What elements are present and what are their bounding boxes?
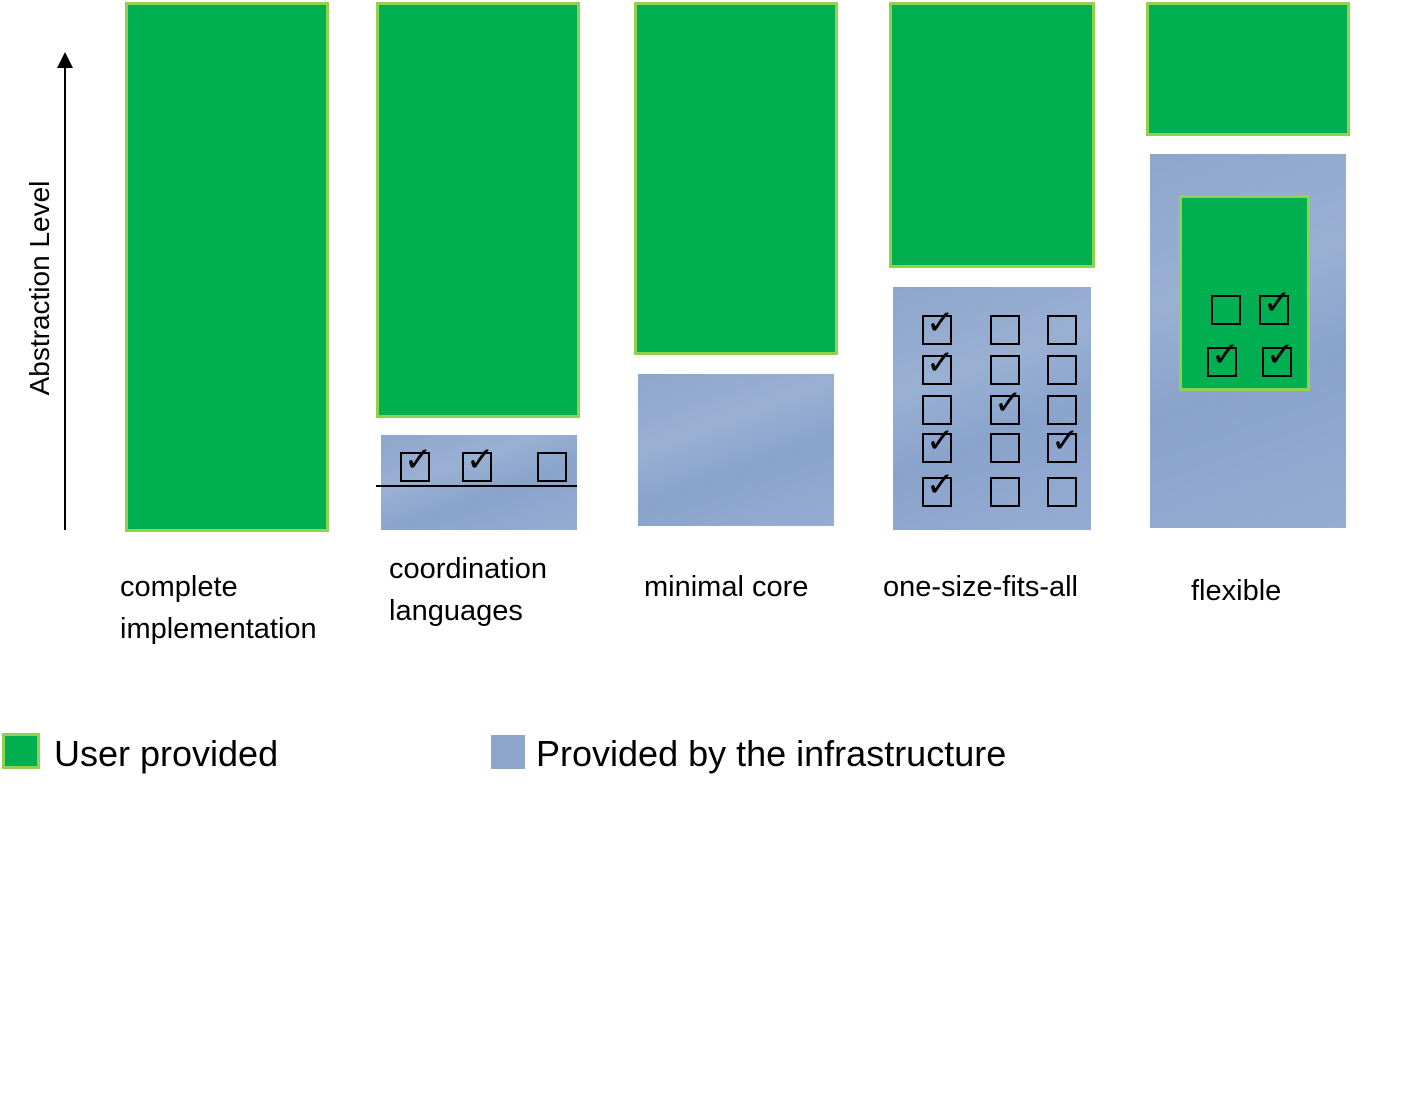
legend-label-user: User provided xyxy=(54,733,279,774)
legend-label-infra: Provided by the infrastructure xyxy=(536,733,1007,774)
flexible-checkbox-empty-icon xyxy=(1211,295,1241,325)
checkmark-icon: ✓ xyxy=(926,343,955,383)
checkmark-icon: ✓ xyxy=(1211,335,1240,375)
coordination-checkbox-checked-icon: ✓ xyxy=(400,440,433,482)
one-size-checkbox-checked-icon: ✓ xyxy=(922,465,955,507)
checkmark-icon: ✓ xyxy=(926,465,955,505)
coordination-checkbox-checked-icon: ✓ xyxy=(462,440,495,482)
infra-block-one-size xyxy=(893,287,1091,530)
column-label-minimal-core: minimal core xyxy=(644,571,809,603)
infra-block-coordination xyxy=(381,435,577,530)
user-block-one-size xyxy=(889,2,1095,268)
one-size-checkbox-checked-icon: ✓ xyxy=(922,343,955,385)
one-size-checkbox-empty-icon xyxy=(1047,355,1077,385)
legend-swatch-user xyxy=(2,733,40,769)
checkmark-icon: ✓ xyxy=(926,303,955,343)
axis-label: Abstraction Level xyxy=(24,180,55,396)
one-size-checkbox-empty-icon xyxy=(1047,315,1077,345)
flexible-checkbox-checked-icon: ✓ xyxy=(1207,335,1240,377)
column-label-complete: complete implementation xyxy=(120,571,317,645)
flexible-checkbox-checked-icon: ✓ xyxy=(1259,283,1292,325)
checkmark-icon: ✓ xyxy=(1263,283,1292,323)
one-size-checkbox-empty-icon xyxy=(990,355,1020,385)
one-size-checkbox-checked-icon: ✓ xyxy=(1047,421,1080,463)
user-block-complete xyxy=(125,2,329,532)
axis-arrow-icon xyxy=(57,52,73,68)
one-size-checkbox-empty-icon xyxy=(922,395,952,425)
axis-line xyxy=(64,62,66,530)
user-block-flexible-inner xyxy=(1179,195,1310,391)
one-size-checkbox-empty-icon xyxy=(1047,395,1077,425)
flexible-checkbox-checked-icon: ✓ xyxy=(1262,335,1295,377)
column-label-flexible: flexible xyxy=(1191,575,1282,607)
one-size-checkbox-empty-icon xyxy=(990,433,1020,463)
coordination-divider xyxy=(376,485,577,487)
checkmark-icon: ✓ xyxy=(1051,421,1080,461)
checkmark-icon: ✓ xyxy=(404,440,433,480)
one-size-checkbox-empty-icon xyxy=(1047,477,1077,507)
column-label-one-size: one-size-fits-all xyxy=(883,571,1078,603)
one-size-checkbox-empty-icon xyxy=(990,477,1020,507)
checkmark-icon: ✓ xyxy=(1266,335,1295,375)
checkmark-icon: ✓ xyxy=(466,440,495,480)
user-block-coordination xyxy=(376,2,580,418)
infra-block-minimal-core xyxy=(638,374,834,526)
one-size-checkbox-checked-icon: ✓ xyxy=(990,383,1023,425)
user-block-minimal-core xyxy=(634,2,838,355)
one-size-checkbox-checked-icon: ✓ xyxy=(922,421,955,463)
coordination-checkbox-empty-icon xyxy=(537,452,567,482)
column-label-coordination: coordination languages xyxy=(389,553,547,627)
checkmark-icon: ✓ xyxy=(926,421,955,461)
user-block-flexible-top xyxy=(1146,2,1350,136)
checkmark-icon: ✓ xyxy=(994,383,1023,423)
legend-swatch-infra xyxy=(491,735,525,769)
one-size-checkbox-empty-icon xyxy=(990,315,1020,345)
one-size-checkbox-checked-icon: ✓ xyxy=(922,303,955,345)
